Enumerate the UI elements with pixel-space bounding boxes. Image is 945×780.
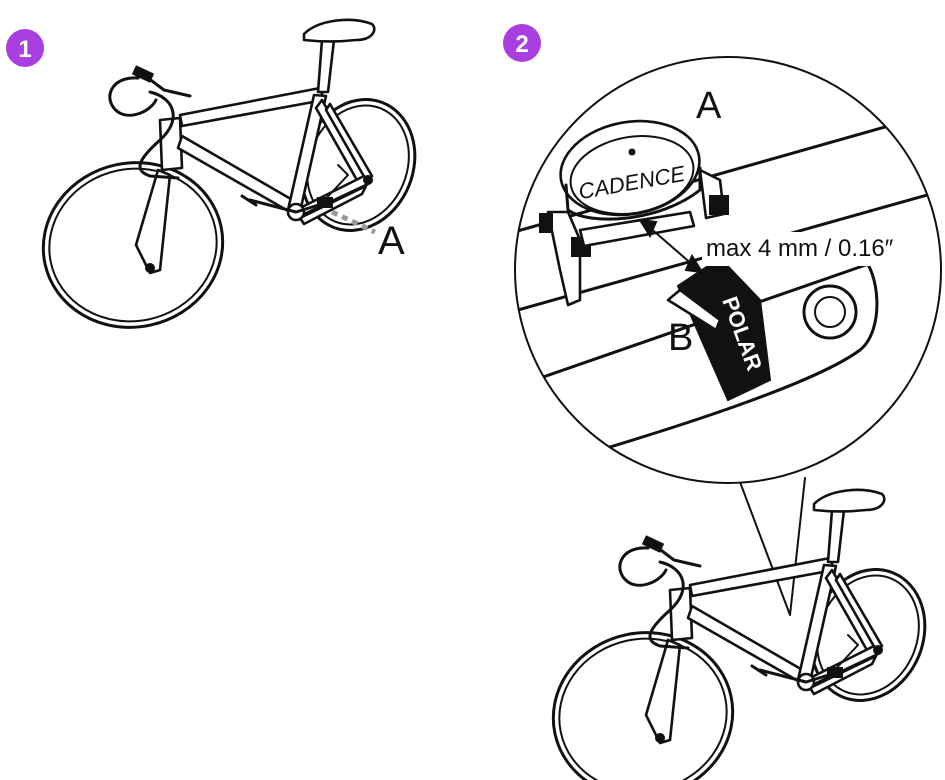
zoom-detail-bubble: CADENCE POLAR max 4 mm / 0.16″ A B bbox=[514, 56, 942, 484]
max-distance-label: max 4 mm / 0.16″ bbox=[706, 235, 894, 262]
zoom-label-b: B bbox=[668, 317, 693, 359]
cadence-sensor: CADENCE bbox=[539, 119, 729, 307]
step-1-leader-line bbox=[330, 209, 377, 235]
step-2-number: 2 bbox=[515, 31, 528, 58]
step-1-badge-circle bbox=[6, 29, 44, 67]
step-1-label-a: A bbox=[378, 219, 405, 263]
crank-magnet: POLAR bbox=[666, 256, 772, 402]
step-2-bicycle bbox=[536, 488, 945, 780]
step-1-number: 1 bbox=[18, 36, 31, 63]
step-1-badge: 1 bbox=[6, 29, 44, 67]
step-1-bicycle bbox=[26, 18, 436, 346]
zoom-label-a: A bbox=[696, 85, 722, 127]
zoom-pointer-cone bbox=[739, 477, 806, 616]
step-2-badge-circle bbox=[503, 24, 541, 62]
step-2-badge: 2 bbox=[503, 24, 541, 62]
